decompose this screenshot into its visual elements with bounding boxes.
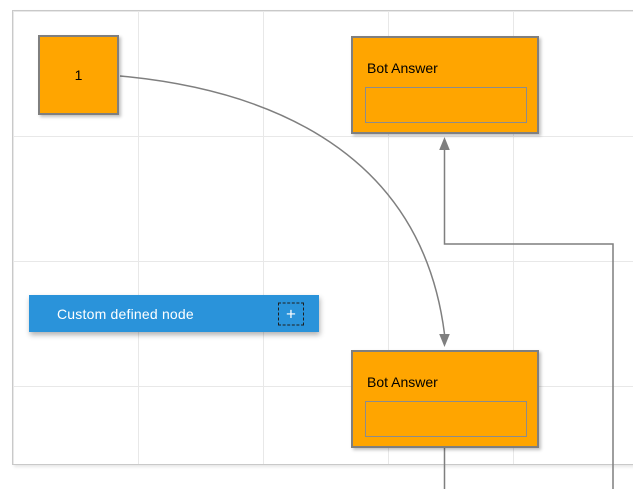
bot-answer-top-title: Bot Answer: [367, 60, 438, 76]
bot-answer-top-field[interactable]: [365, 87, 527, 123]
node-custom-defined[interactable]: Custom defined node +: [29, 295, 319, 332]
bot-answer-bottom-field[interactable]: [365, 401, 527, 437]
node-bot-answer-bottom[interactable]: Bot Answer: [351, 350, 539, 448]
node-bot-answer-top[interactable]: Bot Answer: [351, 36, 539, 134]
node-1[interactable]: 1: [38, 35, 119, 115]
node-1-label: 1: [74, 67, 83, 83]
plus-icon[interactable]: +: [278, 302, 304, 325]
custom-node-label: Custom defined node: [57, 305, 194, 322]
bot-answer-bottom-title: Bot Answer: [367, 374, 438, 390]
